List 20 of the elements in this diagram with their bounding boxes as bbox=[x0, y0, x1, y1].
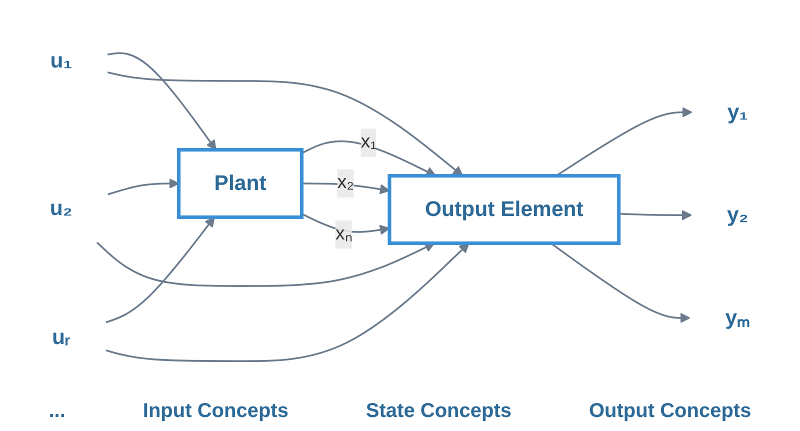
node-text: u₁ bbox=[50, 48, 72, 72]
node-text: y₁ bbox=[727, 100, 748, 124]
arrow bbox=[106, 216, 215, 323]
node-text: y₂ bbox=[726, 202, 748, 226]
note-text: Output Concepts bbox=[589, 400, 752, 423]
arrow bbox=[106, 242, 470, 362]
arrow bbox=[618, 210, 692, 220]
arrow bbox=[96, 241, 435, 287]
note-text: State Concepts bbox=[366, 400, 512, 423]
note-text: Input Concepts bbox=[142, 400, 288, 423]
node-box bbox=[388, 174, 621, 245]
arrow bbox=[107, 52, 216, 150]
node-text: uᵣ bbox=[52, 324, 70, 348]
arrow bbox=[556, 106, 692, 176]
node-text: u₂ bbox=[50, 196, 72, 220]
block-diagram: x₁ x₂ xₙ u₁ u₂ uᵣ Plant Output Element y₁ y₂ yₘ bbox=[5, 18, 795, 380]
node-text: yₘ bbox=[725, 305, 750, 329]
note-text: ... bbox=[48, 400, 66, 423]
arrow bbox=[550, 242, 690, 323]
node-box bbox=[177, 148, 304, 219]
